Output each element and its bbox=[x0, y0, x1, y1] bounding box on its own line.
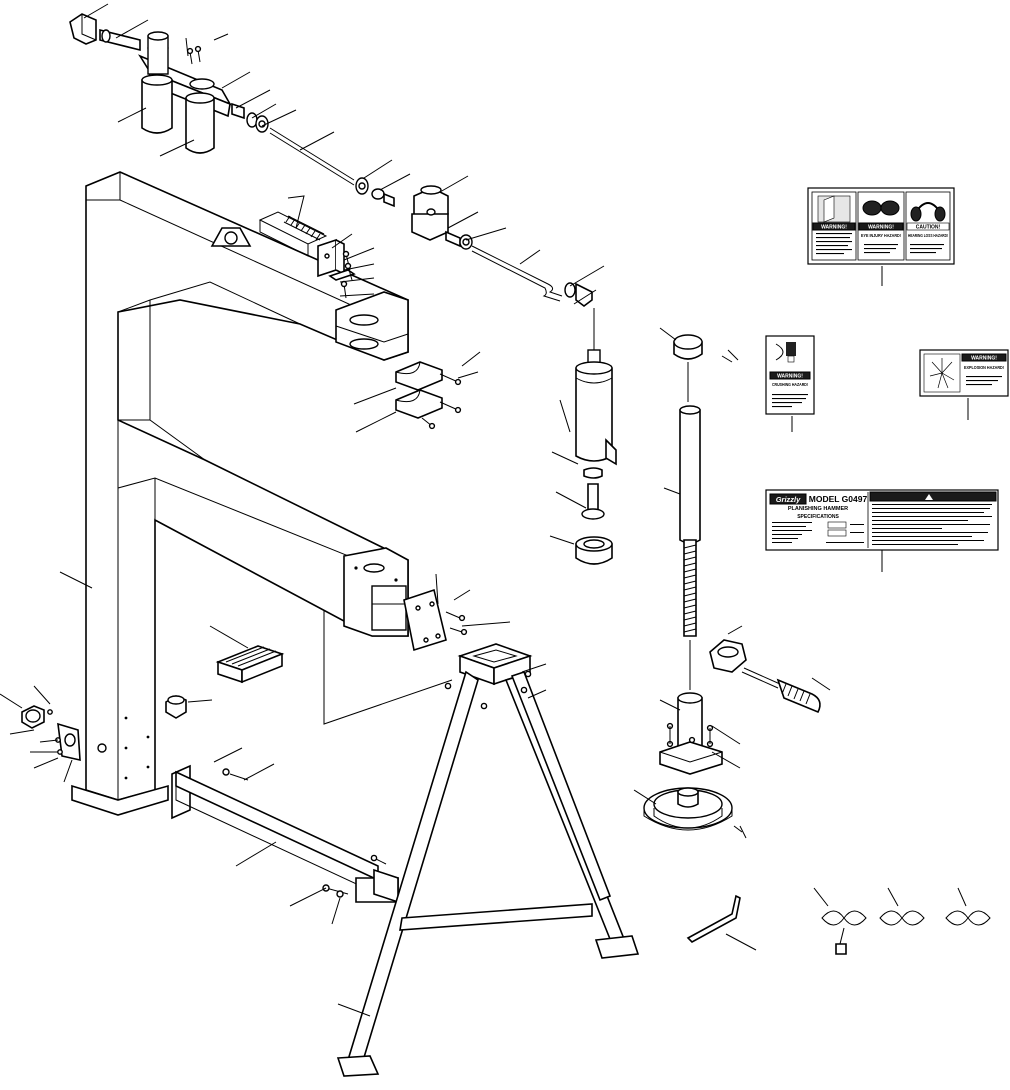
label-brand: Grizzly bbox=[776, 495, 801, 504]
label-warning-4: WARNING! bbox=[971, 356, 997, 362]
air-hammer bbox=[575, 308, 617, 565]
label-specifications: SPECIFICATIONS bbox=[797, 514, 839, 520]
label-caution: CAUTION! bbox=[916, 225, 941, 231]
label-explosion: EXPLOSION HAZARD! bbox=[964, 365, 1004, 371]
machine-id-label: Grizzly MODEL G0497 PLANISHING HAMMER SP… bbox=[765, 489, 999, 551]
main-frame bbox=[71, 171, 409, 816]
filter-regulator-unit bbox=[69, 13, 395, 208]
valve-and-hose bbox=[411, 185, 593, 307]
cord-with-plug bbox=[821, 910, 867, 955]
anvil-shaft bbox=[643, 334, 821, 833]
safety-label-crushing: WARNING! CRUSHING HAZARD! bbox=[765, 335, 815, 415]
rear-panel-outline bbox=[323, 610, 453, 725]
label-eye-injury: EYE INJURY HAZARD! bbox=[861, 233, 901, 239]
label-warning-1: WARNING! bbox=[821, 225, 847, 231]
label-hearing-loss: HEARING LOSS HAZARD! bbox=[908, 233, 948, 239]
safety-label-explosion: WARNING! EXPLOSION HAZARD! bbox=[919, 349, 1009, 397]
label-machine-name: PLANISHING HAMMER bbox=[788, 506, 848, 512]
spring-and-bracket bbox=[258, 211, 356, 299]
callout-leaders bbox=[0, 3, 969, 1017]
label-warning-3: WARNING! bbox=[777, 374, 803, 380]
saddle-clamps bbox=[395, 361, 462, 430]
label-model: MODEL G0497 bbox=[809, 494, 868, 504]
lower-parts bbox=[21, 588, 640, 1077]
label-warning-2: WARNING! bbox=[868, 225, 894, 231]
label-crushing: CRUSHING HAZARD! bbox=[772, 382, 808, 388]
accessories bbox=[686, 894, 991, 955]
safety-label-main: WARNING! WARNING! EYE INJURY HAZARD! CAU… bbox=[807, 187, 955, 265]
